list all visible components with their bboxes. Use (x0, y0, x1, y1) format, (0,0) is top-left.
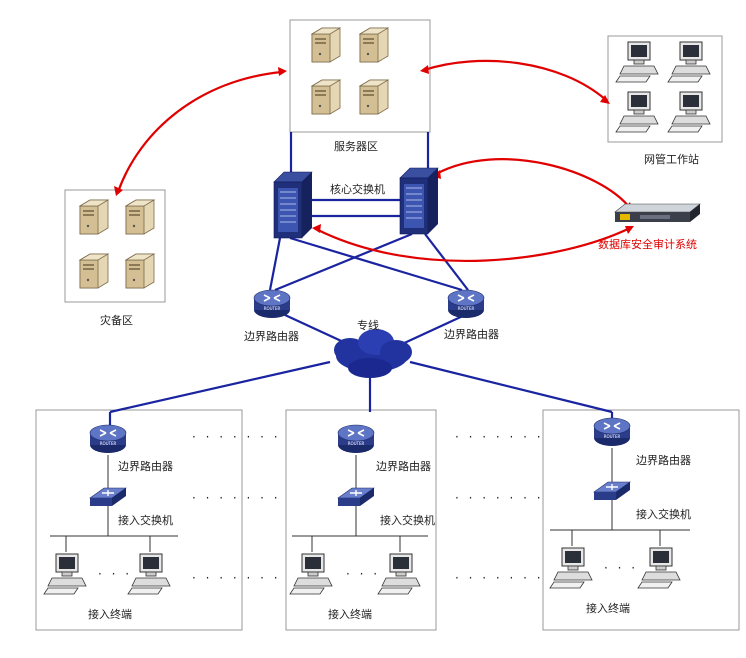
branch-terminals-label: 接入终端 (328, 607, 372, 621)
server-icon (125, 199, 155, 235)
core-switch-icon (273, 171, 313, 239)
branch-router-label: 边界路由器 (636, 453, 691, 467)
svg-text:· · · · · · ·: · · · · · · · (455, 430, 544, 444)
router-icon (253, 289, 291, 319)
server-icon (311, 27, 341, 63)
branch-3: 边界路由器 接入交换机 · · · 接入终端 (549, 417, 691, 615)
svg-text:· · · · · · ·: · · · · · · · (455, 571, 544, 585)
nms-zone-label: 网管工作站 (644, 152, 699, 166)
branch-terminals-label: 接入终端 (586, 601, 630, 615)
svg-text:· · · · · · ·: · · · · · · · (192, 571, 281, 585)
branch-switch-label: 接入交换机 (118, 513, 173, 527)
core-switch-label: 核心交换机 (330, 182, 385, 196)
router-icon (593, 417, 631, 447)
core-switch-icon (399, 167, 439, 235)
server-icon (79, 199, 109, 235)
server-zone-label: 服务器区 (334, 140, 378, 153)
separator-dots: · · · · · · · · · · · · · · · · · · · · … (192, 430, 544, 585)
branch-1: 边界路由器 接入交换机 · · · 接入终端 (43, 424, 178, 621)
branch-switch-label: 接入交换机 (636, 507, 691, 521)
blue-links (108, 132, 614, 425)
audit-system-label: 数据库安全审计系统 (598, 237, 697, 251)
svg-text:· · · · · · ·: · · · · · · · (192, 491, 281, 505)
server-icon (311, 79, 341, 115)
branch-switch-label: 接入交换机 (380, 513, 435, 527)
wan-cloud-icon (334, 329, 412, 378)
svg-text:· · · · · · ·: · · · · · · · (192, 430, 281, 444)
server-icon (125, 253, 155, 289)
branch-box-3 (542, 409, 740, 631)
svg-text:· · ·: · · · (604, 561, 638, 575)
server-icon (359, 79, 389, 115)
branch-2: 边界路由器 接入交换机 · · · 接入终端 (289, 424, 435, 621)
wan-label: 专线 (357, 318, 379, 332)
svg-text:· · ·: · · · (98, 567, 132, 581)
router-icon (447, 289, 485, 319)
branch-router-label: 边界路由器 (376, 459, 431, 473)
server-icon (79, 253, 109, 289)
audit-appliance-icon (614, 203, 701, 222)
branch-terminals-label: 接入终端 (88, 607, 132, 621)
edge-router-label-left: 边界路由器 (244, 329, 299, 343)
svg-text:· · · · · · ·: · · · · · · · (455, 491, 544, 505)
disaster-zone-label: 灾备区 (100, 313, 133, 327)
branch-router-label: 边界路由器 (118, 459, 173, 473)
edge-router-label-right: 边界路由器 (444, 327, 499, 341)
server-icon (359, 27, 389, 63)
svg-text:· · ·: · · · (346, 567, 380, 581)
router-icon (89, 424, 127, 454)
router-icon (337, 424, 375, 454)
